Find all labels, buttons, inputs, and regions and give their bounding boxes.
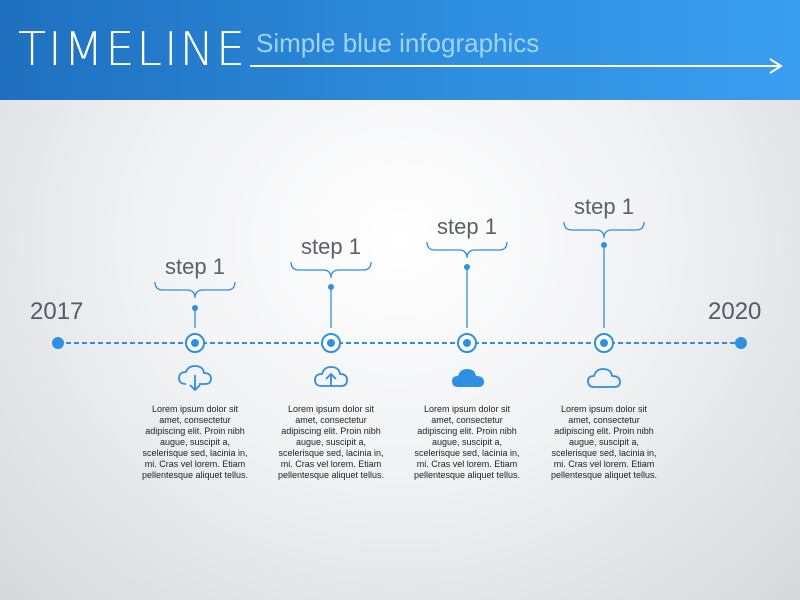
header-banner: TIMELINE Simple blue infographics [0,0,800,100]
cloud-download-icon [178,365,212,392]
page-subtitle: Simple blue infographics [256,28,540,58]
timeline-end-dot [735,337,747,349]
step-description: Lorem ipsum dolor sit amet, consectetur … [413,404,521,480]
start-year: 2017 [30,298,84,325]
cloud-filled-icon [452,369,484,387]
step-connector [290,261,372,353]
step-label: step 1 [437,214,497,239]
step-label: step 1 [301,234,361,259]
step-connector [426,241,508,353]
step-label: step 1 [165,254,225,279]
step-description: Lorem ipsum dolor sit amet, consectetur … [141,404,249,480]
cloud-upload-icon [314,366,348,387]
header-arrow-icon [250,58,783,74]
step-connector [154,281,236,353]
step-description: Lorem ipsum dolor sit amet, consectetur … [550,404,658,480]
cloud-outline-icon [587,368,621,388]
timeline-start-dot [52,337,64,349]
step-label: step 1 [574,194,634,219]
step-connector [563,221,645,353]
step-description: Lorem ipsum dolor sit amet, consectetur … [277,404,385,480]
page-title: TIMELINE [18,22,248,76]
end-year: 2020 [708,298,762,325]
